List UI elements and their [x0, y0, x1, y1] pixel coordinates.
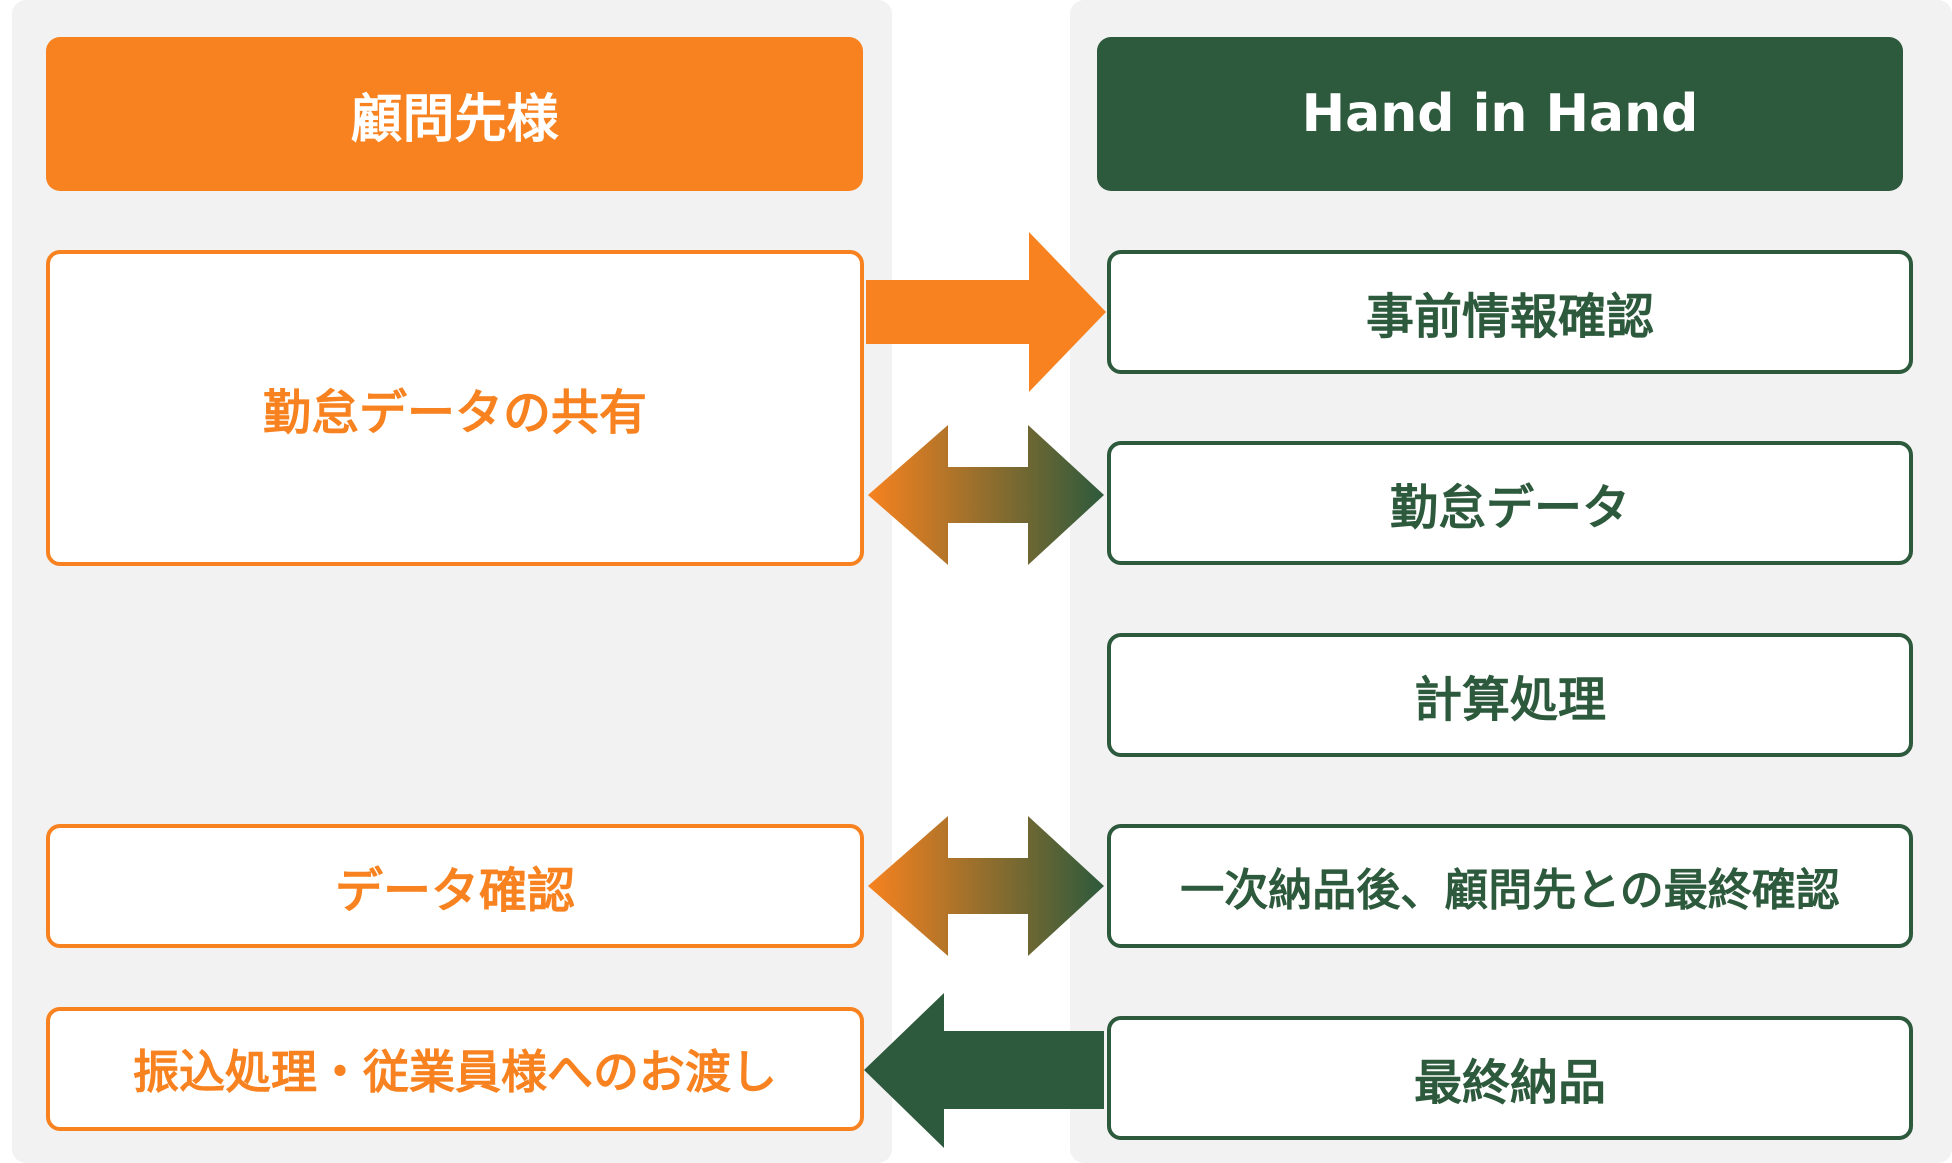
double-arrow-icon	[868, 425, 1104, 565]
client-header: 顧問先様	[46, 37, 863, 191]
hih-column	[1070, 0, 1952, 1163]
client-step-data-check: データ確認	[46, 824, 864, 948]
client-step-attendance-sharing: 勤怠データの共有	[46, 250, 864, 566]
client-column	[12, 0, 892, 1163]
hih-step-pre-info-check: 事前情報確認	[1107, 250, 1913, 374]
hih-step-final-delivery: 最終納品	[1107, 1016, 1913, 1140]
double-arrow-icon	[868, 816, 1104, 956]
client-step-payment-delivery: 振込処理・従業員様へのお渡し	[46, 1007, 864, 1131]
hih-step-final-confirmation: 一次納品後、顧問先との最終確認	[1107, 824, 1913, 948]
hih-step-attendance-data: 勤怠データ	[1107, 441, 1913, 565]
hih-header: Hand in Hand	[1097, 37, 1903, 191]
left-arrow-icon	[864, 993, 1104, 1148]
right-arrow-icon	[866, 232, 1106, 392]
hih-step-calculation: 計算処理	[1107, 633, 1913, 757]
